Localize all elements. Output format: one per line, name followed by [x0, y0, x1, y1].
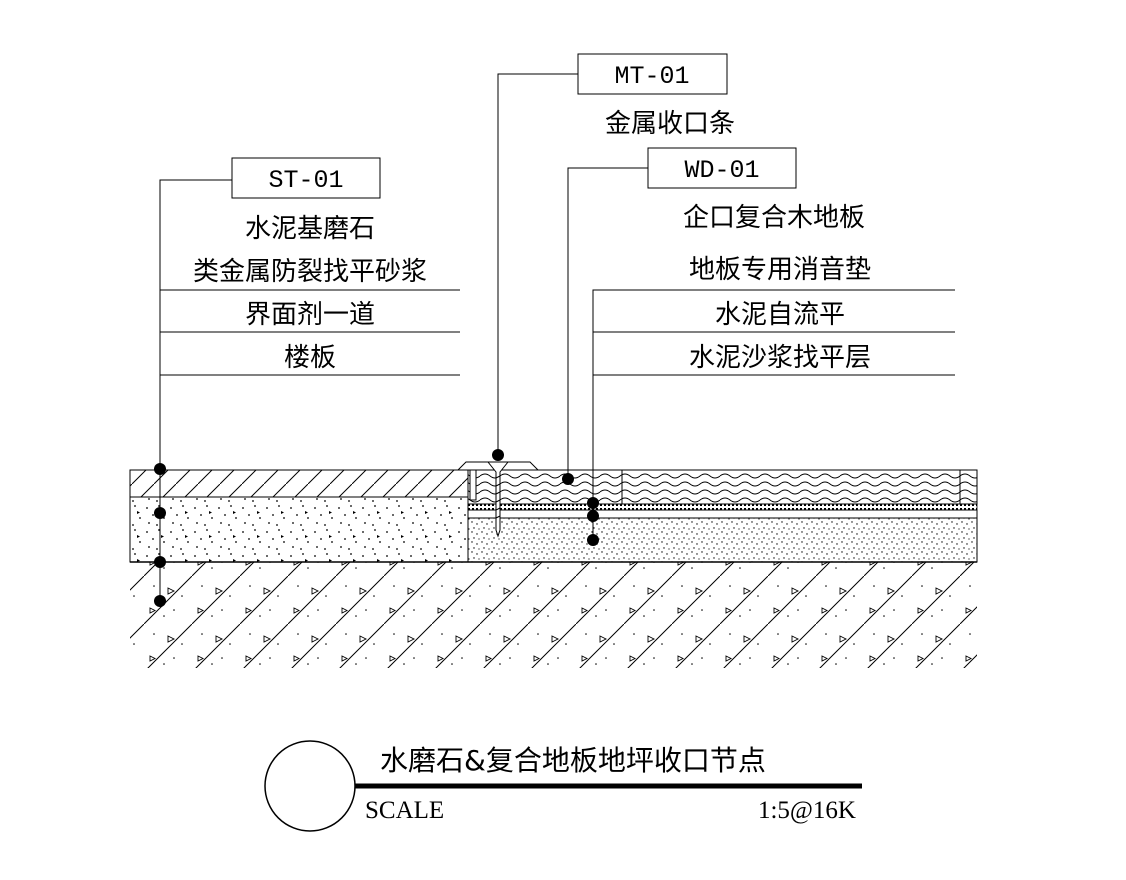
material-code: ST-01 [268, 166, 343, 195]
leader-lines [159, 73, 955, 601]
terrazzo-section [129, 469, 469, 563]
title-block: 水磨石&复合地板地坪收口节点 SCALE 1:5@16K [264, 740, 862, 832]
floor-slab [130, 562, 977, 668]
material-code: MT-01 [614, 62, 689, 91]
scale-label: SCALE [365, 797, 444, 824]
leader-dots [154, 449, 599, 607]
material-code: WD-01 [684, 156, 759, 185]
layer-label: 水泥自流平 [715, 300, 845, 330]
scale-value: 1:5@16K [758, 797, 856, 824]
detail-bubble [264, 740, 356, 832]
layer-label: 水泥基磨石 [245, 214, 375, 244]
callout-st01: ST-01 水泥基磨石 类金属防裂找平砂浆 界面剂一道 楼板 [193, 157, 427, 373]
layer-label: 水泥沙浆找平层 [689, 343, 871, 373]
screw-icon [486, 461, 510, 538]
layer-label: 地板专用消音垫 [689, 255, 871, 285]
wood-floor-section [467, 469, 978, 563]
layer-label: 企口复合木地板 [683, 203, 865, 233]
callout-mt01: MT-01 金属收口条 [577, 53, 735, 139]
layer-label: 界面剂一道 [245, 300, 375, 330]
layer-label: 金属收口条 [605, 109, 735, 139]
layer-label: 类金属防裂找平砂浆 [193, 257, 427, 287]
layer-label: 楼板 [284, 343, 336, 373]
drawing-title: 水磨石&复合地板地坪收口节点 [380, 744, 766, 777]
callout-wd01: WD-01 企口复合木地板 地板专用消音垫 水泥自流平 水泥沙浆找平层 [647, 147, 871, 373]
